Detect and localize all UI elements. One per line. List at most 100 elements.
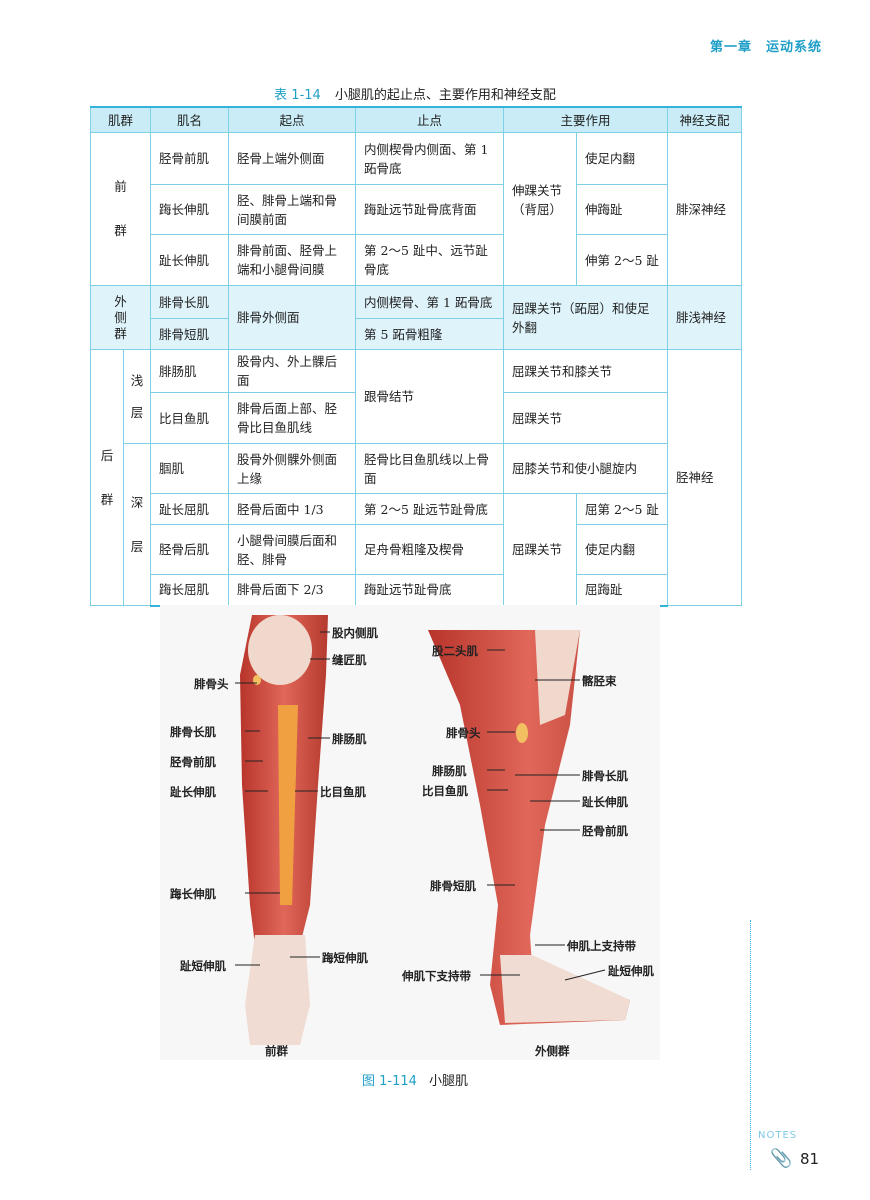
figure-label: 腓骨头 — [194, 677, 229, 691]
figure-label: 比目鱼肌 — [320, 785, 366, 799]
group-deep: 深 层 — [122, 443, 152, 606]
figure-caption-right: 外侧群 — [535, 1044, 570, 1058]
figure-label: 股二头肌 — [432, 644, 478, 658]
table-row: 腓骨短肌 第 5 跖骨粗隆 — [91, 318, 742, 350]
col-header: 神经支配 — [667, 106, 743, 133]
group-front: 前 群 — [89, 132, 152, 286]
figure-label: 伸肌上支持带 — [567, 939, 636, 953]
col-header: 肌群 — [89, 106, 152, 133]
figure-label: 腓肠肌 — [332, 732, 367, 746]
cell: 踇趾远节趾骨底背面 — [355, 184, 505, 235]
cell: 伸踝关节（背屈） — [503, 132, 578, 286]
cell: 内侧楔骨、第 1 跖骨底 — [355, 285, 505, 319]
cell: 屈踝关节（跖屈）和使足外翻 — [503, 285, 669, 350]
figure-title: 小腿肌 — [428, 1074, 468, 1089]
cell: 腓骨短肌 — [150, 318, 230, 350]
cell: 腓深神经 — [667, 132, 743, 286]
cell: 第 5 跖骨粗隆 — [355, 318, 505, 350]
leg-illustration — [235, 615, 630, 1045]
cell: 趾长屈肌 — [150, 493, 230, 525]
cell: 比目鱼肌 — [150, 392, 230, 444]
cell: 屈膝关节和使小腿旋内 — [503, 443, 669, 494]
cell: 腓骨长肌 — [150, 285, 230, 319]
cell: 胫骨上端外侧面 — [228, 132, 357, 185]
table-row: 踇长屈肌 腓骨后面下 2/3 踇趾远节趾骨底 屈踇趾 — [91, 574, 742, 607]
table-row: 趾长伸肌 腓骨前面、胫骨上端和小腿骨间膜 第 2～5 趾中、远节趾骨底 伸第 2… — [91, 234, 742, 286]
cell: 足舟骨粗隆及楔骨 — [355, 524, 505, 575]
cell: 胫神经 — [667, 349, 743, 606]
cell: 屈踝关节和膝关节 — [503, 349, 669, 393]
figure-label: 缝匠肌 — [332, 653, 367, 667]
figure-label: 胫骨前肌 — [170, 755, 216, 769]
cell: 使足内翻 — [576, 524, 669, 575]
cell: 伸踇趾 — [576, 184, 669, 235]
figure-label: 腓肠肌 — [432, 764, 467, 778]
col-header: 起点 — [228, 106, 357, 133]
figure-label: 趾短伸肌 — [180, 959, 226, 973]
cell: 趾长伸肌 — [150, 234, 230, 286]
cell: 股骨内、外上髁后面 — [228, 349, 357, 393]
cell: 胫、腓骨上端和骨间膜前面 — [228, 184, 357, 235]
cell: 第 2～5 趾远节趾骨底 — [355, 493, 505, 525]
cell: 屈踇趾 — [576, 574, 669, 607]
cell: 腓骨外侧面 — [228, 285, 357, 350]
cell: 屈踝关节 — [503, 392, 669, 444]
table-row: 趾长屈肌 胫骨后面中 1/3 第 2～5 趾远节趾骨底 屈踝关节 屈第 2～5 … — [91, 493, 742, 606]
figure-caption-left: 前群 — [265, 1044, 288, 1058]
figure-label: 股内侧肌 — [332, 626, 378, 640]
notes-divider — [750, 920, 751, 1170]
chapter-header: 第一章 运动系统 — [709, 40, 822, 55]
cell: 踇趾远节趾骨底 — [355, 574, 505, 607]
figure-label: 趾长伸肌 — [170, 785, 216, 799]
cell: 踇长伸肌 — [150, 184, 230, 235]
group-lateral: 外 侧 群 — [89, 285, 152, 350]
figure-label: 伸肌下支持带 — [402, 969, 471, 983]
col-header: 主要作用 — [503, 106, 669, 133]
cell: 小腿骨间膜后面和胫、腓骨 — [228, 524, 357, 575]
cell: 腓骨后面下 2/3 — [228, 574, 357, 607]
cell: 跟骨结节 — [355, 349, 505, 444]
table-row: 后 群 浅 层 腓肠肌 股骨内、外上髁后面 跟骨结节 屈踝关节和膝关节 胫神经 — [90, 349, 743, 606]
table-row: 比目鱼肌 腓骨后面上部、胫骨比目鱼肌线 屈踝关节 — [91, 392, 742, 444]
figure-label: 腓骨短肌 — [430, 879, 476, 893]
group-posterior: 后 群 — [90, 349, 124, 606]
col-header: 肌名 — [150, 106, 230, 133]
group-superficial: 浅 层 — [122, 349, 152, 444]
figure-label: 腓骨头 — [446, 726, 481, 740]
figure-label: 腓骨长肌 — [582, 769, 628, 783]
cell: 伸第 2～5 趾 — [576, 234, 669, 286]
cell: 胫骨前肌 — [150, 132, 230, 185]
cell: 屈第 2～5 趾 — [576, 493, 669, 525]
figure-label: 胫骨前肌 — [582, 824, 628, 838]
figure-label: 比目鱼肌 — [422, 784, 468, 798]
table-row: 踇长伸肌 胫、腓骨上端和骨间膜前面 踇趾远节趾骨底背面 伸踇趾 — [91, 184, 742, 235]
table-row: 前 群 胫骨前肌 胫骨上端外侧面 内侧楔骨内侧面、第 1 跖骨底 伸踝关节（背屈… — [89, 132, 743, 286]
cell: 腓骨后面上部、胫骨比目鱼肌线 — [228, 392, 357, 444]
table-row: 胫骨后肌 小腿骨间膜后面和胫、腓骨 足舟骨粗隆及楔骨 使足内翻 — [91, 524, 742, 575]
figure-label: 趾长伸肌 — [582, 795, 628, 809]
anatomy-figure: 股内侧肌 缝匠肌 腓骨头 腓骨长肌 腓肠肌 胫骨前肌 趾长伸肌 比目鱼肌 踇长伸… — [160, 605, 660, 1060]
cell: 第 2～5 趾中、远节趾骨底 — [355, 234, 505, 286]
table-title: 小腿肌的起止点、主要作用和神经支配 — [334, 88, 556, 103]
cell: 腓浅神经 — [667, 285, 743, 350]
cell: 腓骨前面、胫骨上端和小腿骨间膜 — [228, 234, 357, 286]
figure-label: 趾短伸肌 — [608, 964, 654, 978]
cell: 胫骨比目鱼肌线以上骨面 — [355, 443, 505, 494]
cell: 胫骨后肌 — [150, 524, 230, 575]
paperclip-icon: 📎 — [770, 1148, 793, 1169]
table-header-row: 肌群 肌名 起点 止点 主要作用 神经支配 — [89, 106, 743, 133]
figure-label: 腓骨长肌 — [170, 725, 216, 739]
cell: 屈踝关节 — [503, 493, 578, 606]
figure-label: 踇短伸肌 — [322, 951, 368, 965]
muscle-table: 肌群 肌名 起点 止点 主要作用 神经支配 前 群 胫骨前肌 胫骨上端外侧面 内… — [89, 106, 743, 607]
table-row: 外 侧 群 腓骨长肌 腓骨外侧面 内侧楔骨、第 1 跖骨底 屈踝关节（跖屈）和使… — [89, 285, 743, 350]
notes-label: NOTES — [758, 1130, 798, 1141]
cell: 腘肌 — [150, 443, 230, 494]
figure-label: 踇长伸肌 — [170, 887, 216, 901]
cell: 股骨外侧髁外侧面上缘 — [228, 443, 357, 494]
cell: 踇长屈肌 — [150, 574, 230, 607]
page-number: 81 — [800, 1150, 820, 1168]
